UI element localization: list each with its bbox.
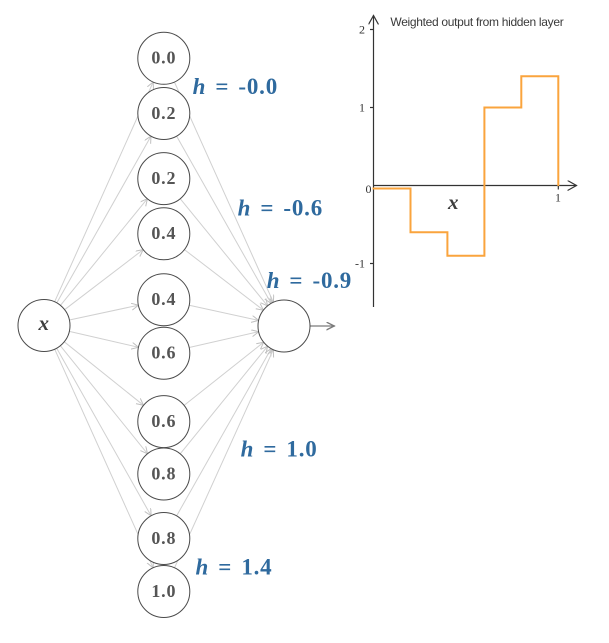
svg-text:0.8: 0.8 bbox=[151, 528, 176, 548]
svg-text:h = 1.0: h = 1.0 bbox=[241, 437, 318, 462]
svg-text:0.0: 0.0 bbox=[151, 48, 176, 68]
svg-text:1: 1 bbox=[555, 191, 561, 205]
svg-text:0.6: 0.6 bbox=[151, 411, 176, 431]
svg-text:h = 1.4: h = 1.4 bbox=[196, 554, 273, 579]
svg-text:0.4: 0.4 bbox=[151, 223, 176, 243]
svg-text:1: 1 bbox=[359, 101, 365, 115]
svg-text:h = -0.0: h = -0.0 bbox=[193, 74, 278, 99]
svg-text:Weighted output from hidden la: Weighted output from hidden layer bbox=[390, 15, 563, 29]
svg-text:0.2: 0.2 bbox=[151, 168, 176, 188]
svg-text:0.6: 0.6 bbox=[151, 343, 176, 363]
svg-text:0.2: 0.2 bbox=[151, 103, 176, 123]
svg-text:1.0: 1.0 bbox=[151, 581, 176, 601]
svg-text:h = -0.6: h = -0.6 bbox=[238, 196, 323, 221]
svg-text:0: 0 bbox=[366, 182, 372, 196]
svg-text:x: x bbox=[38, 311, 50, 335]
svg-text:-1: -1 bbox=[355, 257, 365, 271]
svg-text:x: x bbox=[447, 190, 459, 214]
svg-text:0.8: 0.8 bbox=[151, 463, 176, 483]
svg-text:0.4: 0.4 bbox=[151, 289, 176, 309]
svg-text:2: 2 bbox=[359, 23, 365, 37]
svg-text:h = -0.9: h = -0.9 bbox=[267, 268, 352, 293]
